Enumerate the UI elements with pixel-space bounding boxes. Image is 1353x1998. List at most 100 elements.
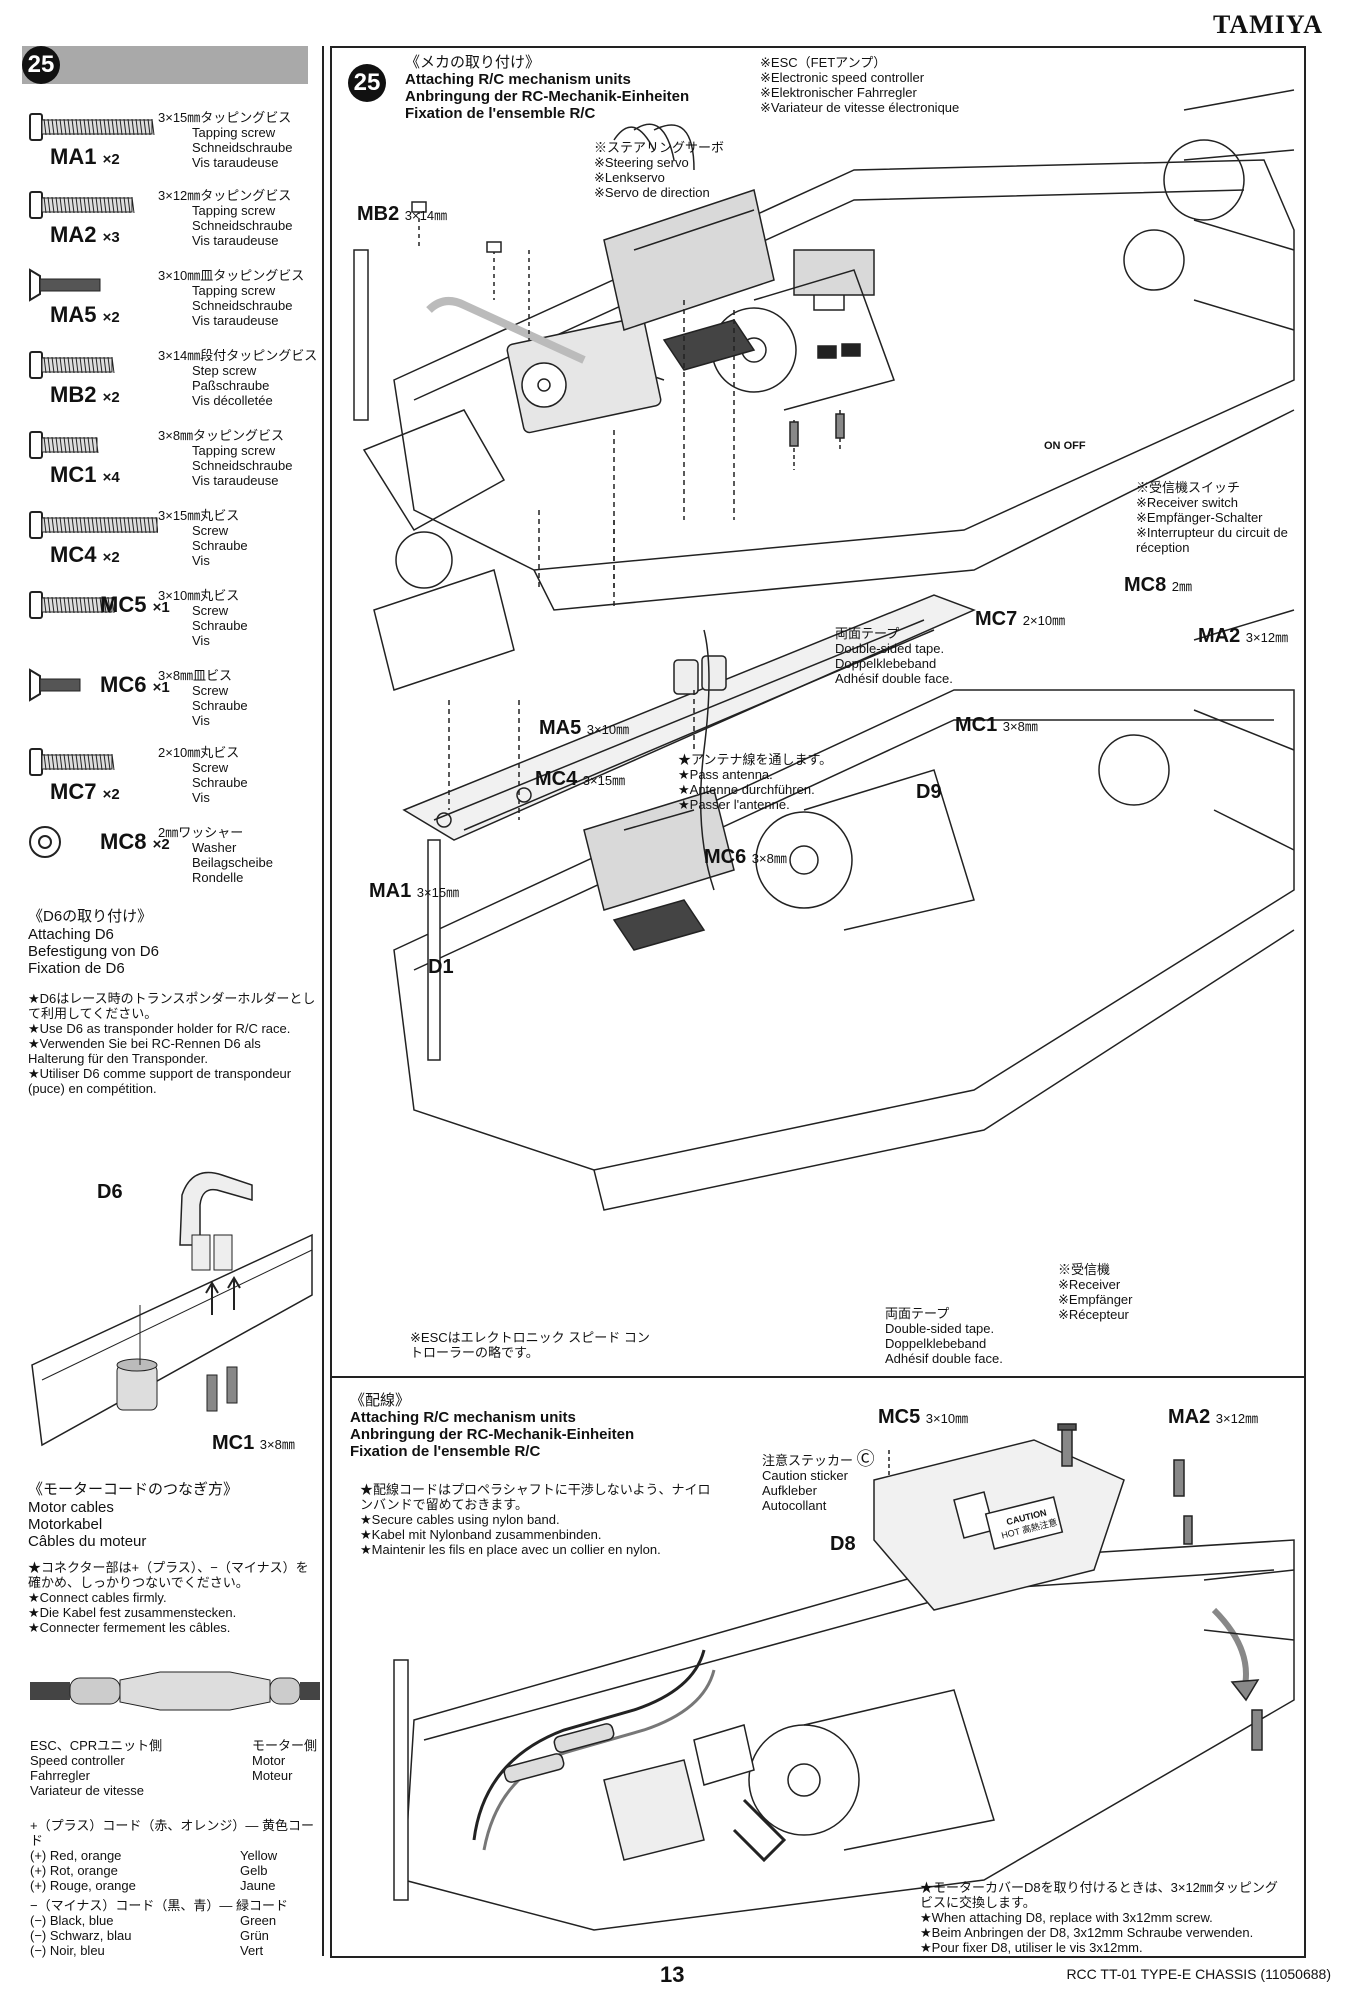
d6-note-en: ★Use D6 as transponder holder for R/C ra…	[28, 1021, 291, 1036]
part-qty: ×3	[102, 229, 120, 246]
caution-sticker-callout: 注意ステッカー Ⓒ Caution sticker Aufkleber Auto…	[762, 1450, 875, 1513]
d9-label: D9	[916, 781, 942, 803]
mc7-label: MC7 2×10㎜	[975, 608, 1065, 631]
d8-note: ★モーターカバーD8を取り付けるときは、3×12㎜タッピングビスに交換します。 …	[920, 1880, 1290, 1955]
caution-jp: 注意ステッカー	[762, 1453, 854, 1468]
plus-r-en: Yellow	[240, 1848, 278, 1863]
part-desc-fr: Vis taraudeuse	[192, 313, 279, 328]
brand-logo: TAMIYA	[1212, 10, 1323, 39]
part-desc-en: Step screw	[192, 363, 257, 378]
antenna-en: ★Pass antenna.	[678, 767, 773, 782]
minus-fr: (−) Noir, bleu	[30, 1943, 105, 1958]
wiring-illustration	[393, 1423, 1295, 1931]
part-desc-de: Schneidschraube	[192, 298, 293, 313]
d6-mc1-size: 3×8㎜	[259, 1437, 295, 1452]
part-desc-jp: 2㎜ワッシャー	[158, 825, 244, 840]
mc6-code: MC6	[704, 846, 747, 868]
motor-note-de: ★Die Kabel fest zusammenstecken.	[28, 1605, 237, 1620]
mc8-size: 2㎜	[1171, 579, 1193, 594]
wiring-mc5-code: MC5	[878, 1406, 921, 1428]
part-code-text: MC8	[100, 829, 147, 854]
d6-title-fr: Fixation de D6	[28, 960, 125, 977]
ma5-size: 3×10㎜	[586, 722, 630, 737]
part-desc-en: Washer	[192, 840, 237, 855]
wiring-note-fr: ★Maintenir les fils en place avec un col…	[360, 1542, 661, 1557]
screw-icon	[29, 191, 135, 219]
part-code-text: MC6	[100, 672, 147, 697]
part-desc-fr: Vis décolletée	[192, 393, 273, 408]
tape-bottom-en: Double-sided tape.	[885, 1321, 995, 1336]
d6-note-de: ★Verwenden Sie bei RC-Rennen D6 als Halt…	[28, 1036, 261, 1066]
part-desc-de: Schneidschraube	[192, 458, 293, 473]
part-qty: ×4	[102, 469, 120, 486]
servo-jp: ※ステアリングサーボ	[594, 140, 725, 155]
motor-right-jp: モーター側	[252, 1738, 318, 1753]
mc7-size: 2×10㎜	[1022, 613, 1066, 628]
part-qty: ×2	[102, 151, 120, 168]
part-code: MC6 ×1	[100, 672, 170, 698]
caution-de: Aufkleber	[762, 1483, 817, 1498]
part-code: MB2 ×2	[50, 382, 120, 408]
part-code-text: MB2	[50, 382, 97, 407]
d8-note-en: ★When attaching D8, replace with 3x12mm …	[920, 1910, 1213, 1925]
switch-en: ※Receiver switch	[1136, 495, 1238, 510]
wiring-title-de: Anbringung der RC-Mechanik-Einheiten	[350, 1426, 635, 1443]
ma5-label: MA5 3×10㎜	[539, 717, 629, 740]
tape-bottom-jp: 両面テープ	[885, 1306, 950, 1321]
part-desc-en: Screw	[192, 603, 229, 618]
d6-title-de: Befestigung von D6	[28, 943, 159, 960]
part-code: MA5 ×2	[50, 302, 120, 328]
receiver-en: ※Receiver	[1058, 1277, 1121, 1292]
minus-de: (−) Schwarz, blau	[30, 1928, 132, 1943]
part-code: MC5 ×1	[100, 592, 170, 618]
ma1-label: MA1 3×15㎜	[369, 880, 459, 903]
motor-note-fr: ★Connecter fermement les câbles.	[28, 1620, 231, 1635]
switch-off: OFF	[1063, 440, 1086, 452]
d6-note-fr: ★Utiliser D6 comme support de transponde…	[28, 1066, 292, 1096]
tape-top-en: Double-sided tape.	[835, 641, 945, 656]
main-title: 《メカの取り付け》 Attaching R/C mechanism units …	[405, 54, 689, 122]
wiring-title: 《配線》 Attaching R/C mechanism units Anbri…	[350, 1392, 634, 1460]
minus-r-de: Grün	[240, 1928, 269, 1943]
part-desc-fr: Vis	[192, 553, 210, 568]
screw-icon	[29, 668, 81, 702]
motor-left-de: Fahrregler	[30, 1768, 90, 1783]
mc1-size: 3×8㎜	[1002, 719, 1038, 734]
ma2-size: 3×12㎜	[1245, 630, 1289, 645]
switch-callout: ※受信機スイッチ ※Receiver switch ※Empfänger-Sch…	[1136, 480, 1291, 555]
part-desc-en: Tapping screw	[192, 125, 276, 140]
esc-de: ※Elektronischer Fahrregler	[760, 85, 917, 100]
d8-label: D8	[830, 1533, 856, 1555]
part-code: MC8 ×2	[100, 829, 170, 855]
main-title-en: Attaching R/C mechanism units	[405, 71, 631, 88]
motor-right-en: Motor	[252, 1753, 286, 1768]
part-desc-en: Screw	[192, 683, 229, 698]
esc-fr: ※Variateur de vitesse électronique	[760, 100, 960, 115]
mc4-size: 3×15㎜	[582, 773, 626, 788]
mc8-label: MC8 2㎜	[1124, 574, 1192, 597]
tape-bottom-fr: Adhésif double face.	[885, 1351, 1003, 1366]
step-number-badge: 25	[22, 46, 60, 84]
switch-jp: ※受信機スイッチ	[1136, 480, 1241, 495]
washer-icon	[29, 826, 61, 858]
ma2-label: MA2 3×12㎜	[1198, 625, 1288, 648]
part-desc-jp: 3×12㎜タッピングビス	[158, 188, 292, 203]
main-title-de: Anbringung der RC-Mechanik-Einheiten	[405, 88, 690, 105]
mb2-label: MB2 3×14㎜	[357, 203, 447, 226]
motor-title-en: Motor cables	[28, 1499, 114, 1516]
tape-top-de: Doppelklebeband	[835, 656, 937, 671]
mc1-code: MC1	[955, 714, 998, 736]
main-step-badge: 25	[348, 64, 386, 102]
d6-note-jp: ★D6はレース時のトランスポンダーホルダーとして利用してください。	[28, 991, 316, 1021]
part-desc-fr: Vis	[192, 713, 210, 728]
